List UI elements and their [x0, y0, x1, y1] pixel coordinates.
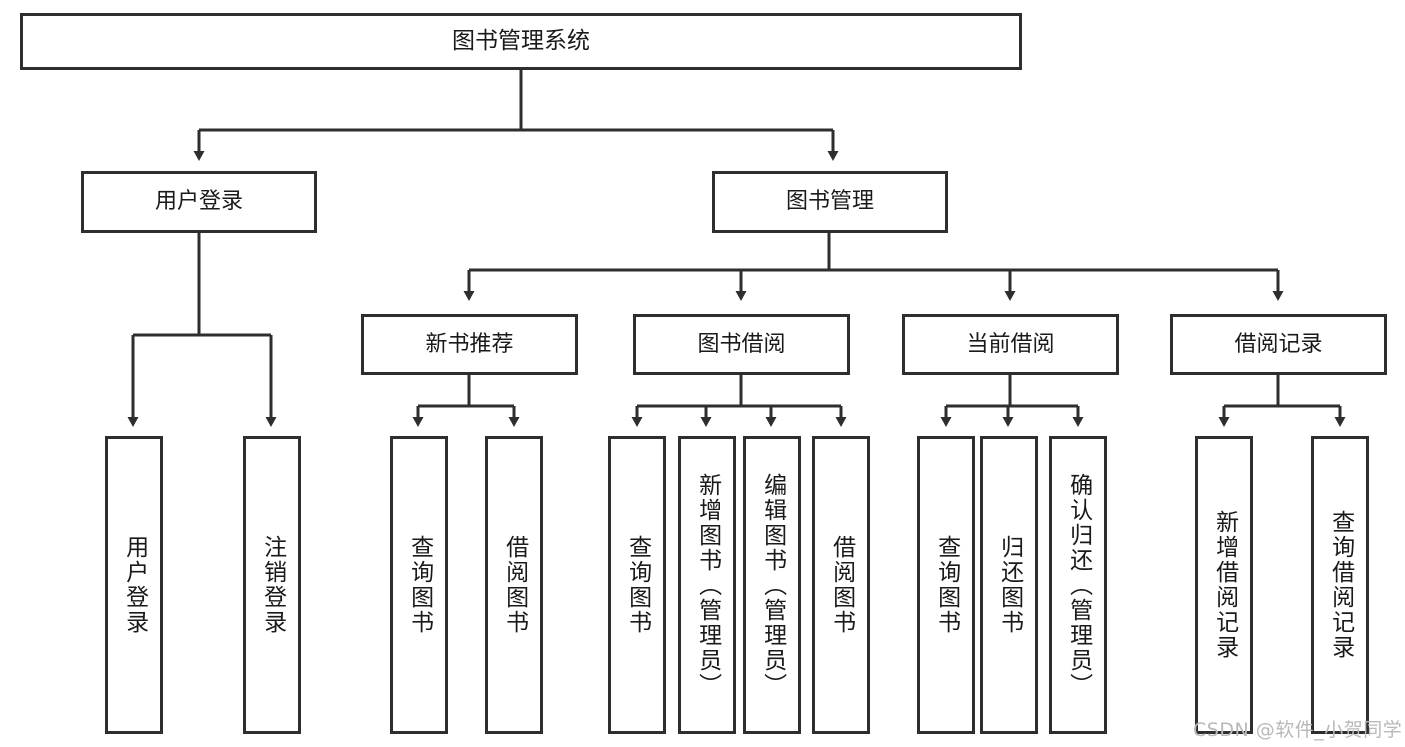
- node-book-manage[interactable]: 图书管理: [712, 171, 948, 233]
- node-borrow-record-label: 借阅记录: [1234, 331, 1323, 357]
- node-user-login-label: 用户登录: [154, 189, 243, 215]
- node-leaf-query-book-2-label: 查询图书: [624, 535, 651, 635]
- node-book-manage-label: 图书管理: [785, 189, 874, 215]
- node-leaf-borrow-book-2-label: 借阅图书: [828, 535, 855, 635]
- node-leaf-confirm-return-label: 确认归还（管理员）: [1065, 472, 1092, 698]
- node-leaf-logout[interactable]: 注销登录: [243, 436, 301, 734]
- node-new-book-recommend-label: 新书推荐: [425, 331, 514, 357]
- node-leaf-query-book-3[interactable]: 查询图书: [917, 436, 975, 734]
- node-leaf-edit-book-label: 编辑图书（管理员）: [759, 472, 786, 698]
- node-current-borrow[interactable]: 当前借阅: [902, 314, 1119, 375]
- node-root[interactable]: 图书管理系统: [20, 13, 1022, 70]
- node-book-borrow[interactable]: 图书借阅: [633, 314, 850, 375]
- node-leaf-logout-label: 注销登录: [259, 535, 286, 635]
- node-leaf-add-record-label: 新增借阅记录: [1211, 510, 1238, 660]
- node-leaf-add-record[interactable]: 新增借阅记录: [1195, 436, 1253, 734]
- node-leaf-user-login[interactable]: 用户登录: [105, 436, 163, 734]
- node-leaf-borrow-book-2[interactable]: 借阅图书: [812, 436, 870, 734]
- node-borrow-record[interactable]: 借阅记录: [1170, 314, 1387, 375]
- watermark: CSDN @软件_小贺同学: [1193, 719, 1403, 741]
- node-leaf-add-book-label: 新增图书（管理员）: [694, 472, 721, 698]
- node-book-borrow-label: 图书借阅: [697, 331, 786, 357]
- node-leaf-query-book-1-label: 查询图书: [406, 535, 433, 635]
- node-leaf-query-book-1[interactable]: 查询图书: [390, 436, 448, 734]
- node-leaf-query-book-3-label: 查询图书: [933, 535, 960, 635]
- node-leaf-query-record-label: 查询借阅记录: [1327, 510, 1354, 660]
- node-new-book-recommend[interactable]: 新书推荐: [361, 314, 578, 375]
- node-leaf-confirm-return[interactable]: 确认归还（管理员）: [1049, 436, 1107, 734]
- node-current-borrow-label: 当前借阅: [966, 331, 1055, 357]
- node-leaf-edit-book[interactable]: 编辑图书（管理员）: [743, 436, 801, 734]
- node-user-login[interactable]: 用户登录: [81, 171, 317, 233]
- node-leaf-add-book[interactable]: 新增图书（管理员）: [678, 436, 736, 734]
- node-leaf-user-login-label: 用户登录: [121, 535, 148, 635]
- node-root-label: 图书管理系统: [452, 27, 590, 54]
- node-leaf-return-book[interactable]: 归还图书: [980, 436, 1038, 734]
- node-leaf-borrow-book-1-label: 借阅图书: [501, 535, 528, 635]
- node-leaf-query-record[interactable]: 查询借阅记录: [1311, 436, 1369, 734]
- node-leaf-return-book-label: 归还图书: [996, 535, 1023, 635]
- node-leaf-query-book-2[interactable]: 查询图书: [608, 436, 666, 734]
- node-leaf-borrow-book-1[interactable]: 借阅图书: [485, 436, 543, 734]
